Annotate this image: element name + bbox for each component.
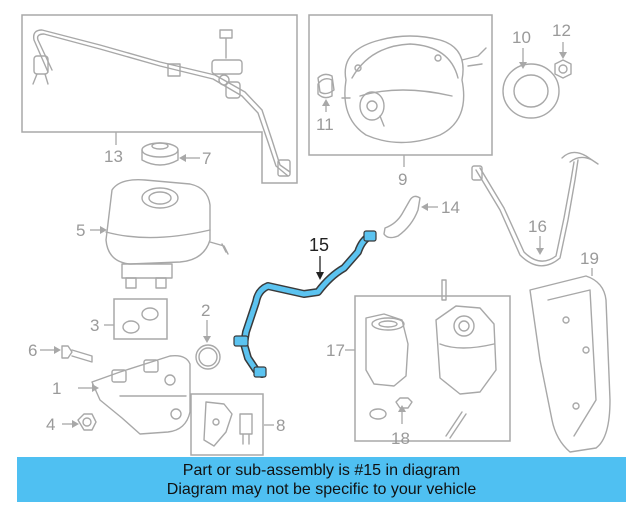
callout-19: 19: [580, 249, 599, 268]
part-9-booster-group: [308, 14, 493, 156]
banner-line-2: Diagram may not be specific to your vehi…: [166, 480, 477, 498]
callout-7: 7: [202, 149, 211, 168]
part-3-box: [113, 298, 168, 340]
part-19-heat-shield: [529, 275, 611, 453]
part-10-gasket: [502, 63, 560, 119]
callout-11: 11: [316, 115, 334, 134]
callout-6: 6: [28, 341, 37, 360]
part-17-abs-module: [354, 279, 511, 442]
part-13-brake-line-group: [21, 14, 298, 184]
part-13-box: [21, 14, 298, 184]
callout-12: 12: [552, 21, 571, 40]
part-3-grommets: [113, 298, 168, 340]
part-17-box: [354, 295, 511, 442]
callout-5: 5: [76, 221, 85, 240]
info-banner: Part or sub-assembly is #15 in diagram D…: [17, 457, 626, 502]
part-9-box: [308, 14, 493, 156]
callout-13: 13: [104, 147, 123, 166]
callout-2: 2: [201, 301, 210, 320]
part-12-nut: [554, 59, 572, 79]
callout-labels: 1 2 3 4 5 6 7 8 9 10 11 12 13 14 15 16 1…: [28, 21, 599, 448]
part-16-brake-line: [471, 151, 599, 267]
part-4-nut: [77, 413, 97, 431]
part-14-vacuum-hose: [383, 195, 421, 239]
part-2-o-ring: [195, 344, 221, 370]
callout-4: 4: [46, 415, 55, 434]
callout-10: 10: [512, 28, 531, 47]
callout-15: 15: [309, 235, 329, 255]
banner-line-1: Part or sub-assembly is #15 in diagram: [182, 461, 461, 479]
part-8-bracket: [190, 393, 264, 456]
part-15-hose-body: [241, 233, 373, 377]
callout-17: 17: [326, 341, 345, 360]
callout-9: 9: [398, 170, 407, 189]
callout-16: 16: [528, 217, 547, 236]
part-5-reservoir: [105, 179, 229, 289]
part-15-brake-hose-highlighted: [233, 230, 377, 378]
callout-18: 18: [391, 429, 410, 448]
part-6-bolt: [61, 345, 93, 363]
callout-14: 14: [441, 198, 460, 217]
part-1-master-cylinder: [91, 354, 191, 435]
callout-1: 1: [52, 379, 61, 398]
callout-3: 3: [90, 316, 99, 335]
part-11-grommet: [317, 77, 333, 99]
part-7-cap: [141, 142, 179, 166]
callout-8: 8: [276, 416, 285, 435]
part-8-box: [190, 393, 264, 456]
callout-leaders: [40, 42, 593, 428]
